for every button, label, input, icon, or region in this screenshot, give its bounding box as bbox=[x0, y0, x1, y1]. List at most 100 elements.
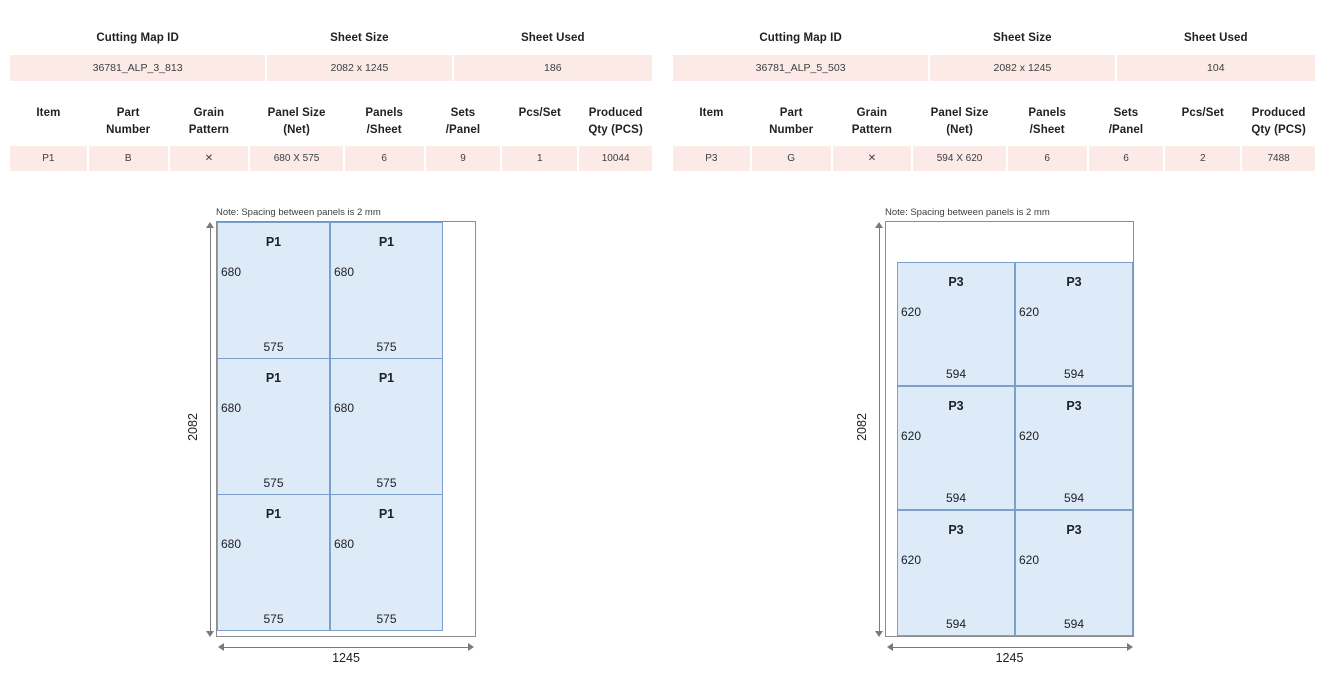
detail-header-panels-per-sheet-line1: Panels bbox=[365, 107, 404, 119]
panel-height-label: 680 bbox=[334, 401, 355, 415]
cell-grain-pattern: ✕ bbox=[169, 146, 249, 171]
panel-height-label: 620 bbox=[901, 553, 922, 567]
detail-header-panels-per-sheet: Panels /Sheet bbox=[345, 104, 424, 140]
panel-height-label: 680 bbox=[221, 401, 242, 415]
cell-part-number: G bbox=[751, 146, 831, 171]
summary-table-row-right: 36781_ALP_5_503 2082 x 1245 104 bbox=[673, 55, 1315, 81]
cell-grain-pattern: ✕ bbox=[832, 146, 912, 171]
panel-width-label: 594 bbox=[945, 367, 967, 381]
panel-cell: P3 620 594 bbox=[1015, 510, 1133, 636]
panel-label: P3 bbox=[1066, 523, 1082, 537]
panel-cell: P3 620 594 bbox=[897, 262, 1015, 386]
detail-header-part-number-line1: Part bbox=[116, 107, 140, 119]
detail-header-grain-pattern: Grain Pattern bbox=[170, 104, 249, 140]
detail-header-pcs-per-set: Pcs/Set bbox=[502, 104, 577, 140]
panel-cell: P3 620 594 bbox=[1015, 386, 1133, 510]
cell-pcs-per-set: 1 bbox=[502, 146, 578, 171]
summary-header-sheet-size: Sheet Size bbox=[330, 32, 389, 44]
sheet-width-label: 1245 bbox=[995, 651, 1024, 665]
panel-height-label: 680 bbox=[221, 537, 242, 551]
summary-table-header-left: Cutting Map ID Sheet Size Sheet Used bbox=[10, 28, 652, 48]
detail-header-sets-per-panel-line2: /Panel bbox=[1108, 124, 1144, 136]
summary-value-cutting-map-id: 36781_ALP_3_813 bbox=[10, 55, 266, 81]
summary-value-sheet-used: 104 bbox=[1116, 55, 1315, 81]
cell-item: P1 bbox=[10, 146, 87, 171]
summary-value-cutting-map-id: 36781_ALP_5_503 bbox=[673, 55, 929, 81]
sheet-height-arrow-down-icon bbox=[874, 631, 883, 637]
panel-height-label: 620 bbox=[1019, 553, 1040, 567]
panel-label: P3 bbox=[948, 523, 964, 537]
sheet-height-arrow-down-icon bbox=[205, 631, 214, 637]
panel-cell: P1 680 575 bbox=[217, 494, 330, 631]
panel-cell: P3 620 594 bbox=[897, 386, 1015, 510]
detail-header-item-line1: Item bbox=[699, 107, 724, 119]
detail-header-part-number-line2: Number bbox=[106, 124, 151, 136]
detail-table-header-right: Item Part Number Grain Pattern Panel Siz… bbox=[673, 104, 1315, 140]
detail-header-part-number-line1: Part bbox=[779, 107, 803, 119]
summary-value-sheet-size: 2082 x 1245 bbox=[267, 55, 452, 81]
detail-header-produced-qty-line1: Produced bbox=[1251, 107, 1306, 119]
diagram-note: Note: Spacing between panels is 2 mm bbox=[216, 207, 381, 218]
detail-header-produced-qty-line2: Qty (PCS) bbox=[588, 124, 643, 136]
detail-header-sets-per-panel-line1: Sets bbox=[1113, 107, 1139, 119]
sheet-width-arrow-left-icon bbox=[218, 643, 224, 651]
detail-header-panel-size: Panel Size (Net) bbox=[913, 104, 1006, 140]
summary-table-row-left: 36781_ALP_3_813 2082 x 1245 186 bbox=[10, 55, 652, 81]
detail-header-pcs-per-set: Pcs/Set bbox=[1165, 104, 1240, 140]
table-row: P3 G ✕ 594 X 620 6 6 2 7488 bbox=[673, 146, 1316, 171]
sheet-height-dimension-line bbox=[210, 228, 211, 631]
detail-header-part-number: Part Number bbox=[89, 104, 168, 140]
summary-header-cutting-map-id: Cutting Map ID bbox=[96, 32, 179, 44]
cell-panel-size: 594 X 620 bbox=[913, 146, 1006, 171]
sheet-width-arrow-left-icon bbox=[887, 643, 893, 651]
cutting-map-panel-left: Cutting Map ID Sheet Size Sheet Used 367… bbox=[0, 0, 662, 679]
detail-header-produced-qty-line2: Qty (PCS) bbox=[1251, 124, 1306, 136]
detail-header-panels-per-sheet-line1: Panels bbox=[1028, 107, 1067, 119]
sheet-width-dimension-line bbox=[893, 647, 1127, 648]
summary-header-cutting-map-id: Cutting Map ID bbox=[759, 32, 842, 44]
panel-label: P3 bbox=[1066, 275, 1082, 289]
panel-height-label: 680 bbox=[221, 265, 242, 279]
panel-cell: P1 680 575 bbox=[330, 222, 443, 359]
panel-cell: P1 680 575 bbox=[330, 494, 443, 631]
panel-label: P1 bbox=[378, 235, 395, 249]
panel-label: P3 bbox=[1066, 399, 1082, 413]
sheet-height-arrow-up-icon bbox=[874, 222, 883, 228]
panel-width-label: 575 bbox=[376, 612, 397, 626]
panel-label: P3 bbox=[948, 399, 964, 413]
panel-width-label: 575 bbox=[263, 612, 284, 626]
table-row: P1 B ✕ 680 X 575 6 9 1 10044 bbox=[10, 146, 653, 171]
detail-header-panel-size-line2: (Net) bbox=[283, 124, 310, 136]
panel-cell: P1 680 575 bbox=[217, 222, 330, 359]
panel-height-label: 620 bbox=[1019, 429, 1040, 443]
cell-produced-qty: 10044 bbox=[579, 146, 653, 171]
detail-header-panel-size: Panel Size (Net) bbox=[250, 104, 343, 140]
detail-header-produced-qty-line1: Produced bbox=[588, 107, 643, 119]
diagram-note: Note: Spacing between panels is 2 mm bbox=[885, 207, 1050, 218]
detail-header-panels-per-sheet-line2: /Sheet bbox=[366, 124, 402, 136]
sheet-width-arrow-right-icon bbox=[468, 643, 474, 651]
summary-header-sheet-used: Sheet Used bbox=[1183, 32, 1248, 44]
detail-header-sets-per-panel-line1: Sets bbox=[450, 107, 476, 119]
panel-label: P1 bbox=[378, 371, 395, 385]
sheet-height-arrow-up-icon bbox=[205, 222, 214, 228]
cell-part-number: B bbox=[88, 146, 168, 171]
detail-header-pcs-per-set-line1: Pcs/Set bbox=[1181, 107, 1224, 119]
cell-item: P3 bbox=[673, 146, 750, 171]
panel-height-label: 680 bbox=[334, 537, 355, 551]
detail-header-panels-per-sheet-line2: /Sheet bbox=[1029, 124, 1065, 136]
panel-cell: P1 680 575 bbox=[330, 358, 443, 495]
sheet-height-label: 2082 bbox=[186, 413, 200, 441]
cutting-diagram-right: Note: Spacing between panels is 2 mm P3 … bbox=[663, 0, 1325, 679]
detail-header-part-number: Part Number bbox=[752, 104, 831, 140]
panel-height-label: 620 bbox=[901, 305, 922, 319]
summary-value-sheet-used: 186 bbox=[453, 55, 652, 81]
panel-label: P1 bbox=[378, 507, 395, 521]
detail-header-grain-pattern-line2: Pattern bbox=[188, 124, 230, 136]
cell-produced-qty: 7488 bbox=[1242, 146, 1316, 171]
panel-width-label: 575 bbox=[376, 340, 397, 354]
detail-header-item-line1: Item bbox=[36, 107, 61, 119]
detail-header-grain-pattern-line1: Grain bbox=[856, 107, 888, 119]
cell-sets-per-panel: 9 bbox=[425, 146, 501, 171]
panel-width-label: 594 bbox=[1063, 491, 1085, 505]
